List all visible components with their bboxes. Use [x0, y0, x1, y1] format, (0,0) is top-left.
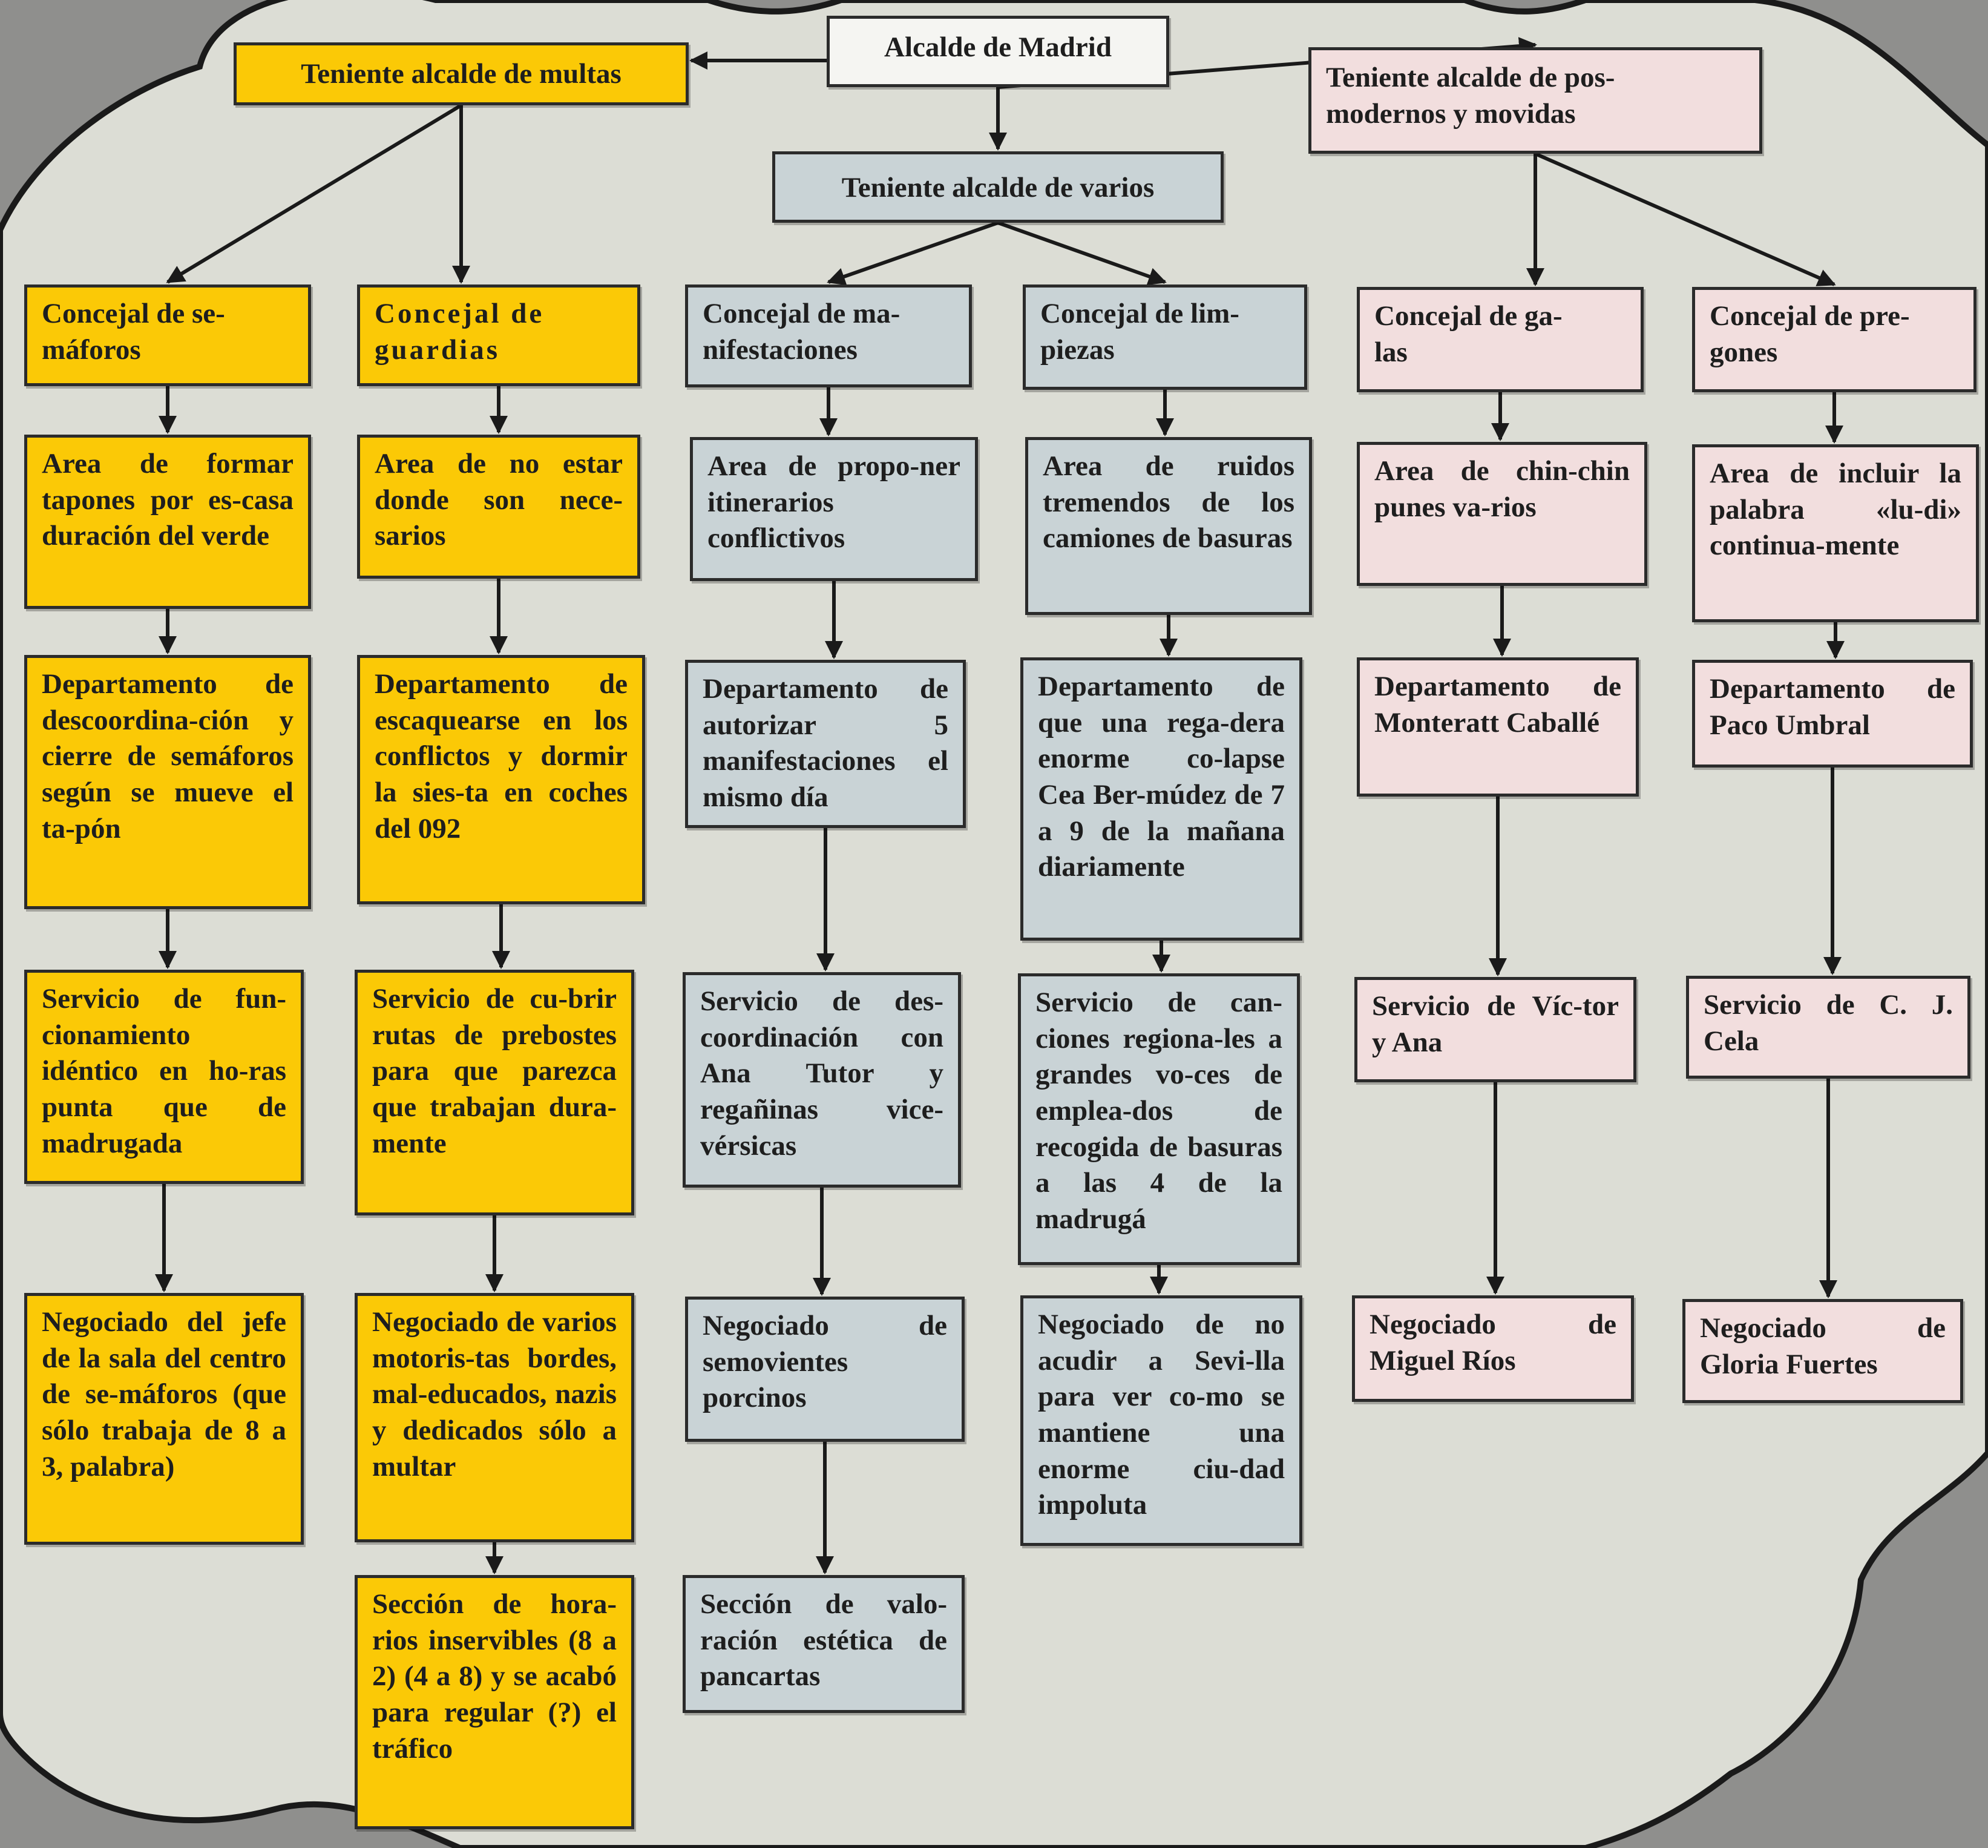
node-label: Concejal de pre- gones — [1710, 300, 1910, 368]
connector-ten_pos-to-c_pregones — [1534, 152, 1836, 286]
node-label: Concejal de se- máforos — [42, 298, 225, 366]
node-label: Teniente alcalde de varios — [841, 172, 1155, 203]
node-label: Servicio de C. J. Cela — [1704, 989, 1953, 1057]
node-servicio-cj-cela: Servicio de C. J. Cela — [1686, 976, 1970, 1079]
node-label: Departamento de Paco Umbral — [1710, 673, 1955, 741]
node-label: Teniente alcalde de multas — [301, 58, 622, 90]
node-negociado-miguel-rios: Negociado de Miguel Ríos — [1352, 1295, 1634, 1402]
node-servicio-ana-tutor: Servicio de des-coordinación con Ana Tut… — [683, 972, 961, 1188]
node-area-ludi: Area de incluir la palabra «lu-di» conti… — [1692, 444, 1979, 622]
node-area-ruidos: Area de ruidos tremendos de los camiones… — [1025, 437, 1312, 615]
node-seccion-horarios: Sección de hora-rios inservibles (8 a 2)… — [355, 1575, 634, 1829]
node-label: Departamento de descoordina-ción y cierr… — [42, 668, 294, 844]
node-label: Negociado de semovientes porcinos — [703, 1310, 947, 1414]
node-servicio-funcionamiento: Servicio de fun-cionamiento idéntico en … — [24, 970, 304, 1184]
node-label: Servicio de cu-brir rutas de prebostes p… — [372, 983, 617, 1159]
node-label: Area de formar tapones por es-casa durac… — [42, 448, 294, 552]
node-teniente-alcalde-multas: Teniente alcalde de multas — [234, 42, 689, 105]
node-label: Departamento de que una rega-dera enorme… — [1038, 671, 1285, 883]
node-label: Concejal de lim- piezas — [1040, 298, 1239, 366]
node-label: Concejal de ma- nifestaciones — [703, 298, 901, 366]
node-concejal-galas: Concejal de ga- las — [1357, 287, 1644, 392]
node-label: Concejal de ga- las — [1374, 300, 1563, 368]
node-label: Area de chin-chin punes va-rios — [1374, 455, 1630, 523]
node-label: Concejal de guardias — [375, 298, 545, 366]
node-label: Servicio de can-ciones regiona-les a gra… — [1035, 987, 1282, 1235]
node-label: Sección de valo-ración estética de panca… — [700, 1588, 947, 1692]
node-label: Alcalde de Madrid — [884, 31, 1112, 63]
node-label: Negociado de varios motoris-tas bordes, … — [372, 1306, 617, 1482]
node-label: Area de ruidos tremendos de los camiones… — [1043, 450, 1294, 554]
node-concejal-limpiezas: Concejal de lim- piezas — [1023, 284, 1307, 390]
node-area-itinerarios: Area de propo-ner itinerarios conflictiv… — [690, 437, 978, 581]
node-negociado-jefe-sala: Negociado del jefe de la sala del centro… — [24, 1293, 304, 1545]
node-negociado-semovientes: Negociado de semovientes porcinos — [685, 1297, 965, 1442]
connector-ten_multas-to-c_semaforos — [166, 104, 462, 284]
node-label: Departamento de escaquearse en los confl… — [375, 668, 628, 844]
node-label: Area de no estar donde son nece-sarios — [375, 448, 623, 552]
node-departamento-monteratt: Departamento de Monteratt Caballé — [1357, 657, 1639, 797]
node-departamento-autorizar: Departamento de autorizar 5 manifestacio… — [685, 660, 966, 828]
node-servicio-cubrir-rutas: Servicio de cu-brir rutas de prebostes p… — [355, 970, 634, 1215]
node-departamento-escaquearse: Departamento de escaquearse en los confl… — [357, 655, 645, 904]
node-teniente-alcalde-varios: Teniente alcalde de varios — [772, 151, 1224, 223]
node-label: Negociado del jefe de la sala del centro… — [42, 1306, 286, 1482]
connector-ten_varios-to-c_limp — [997, 221, 1167, 286]
node-label: Sección de hora-rios inservibles (8 a 2)… — [372, 1588, 617, 1764]
node-concejal-semaforos: Concejal de se- máforos — [24, 284, 311, 386]
node-label: Area de incluir la palabra «lu-di» conti… — [1710, 458, 1961, 562]
node-label: Servicio de des-coordinación con Ana Tut… — [700, 985, 943, 1162]
node-area-formar-tapones: Area de formar tapones por es-casa durac… — [24, 435, 311, 609]
node-concejal-pregones: Concejal de pre- gones — [1692, 287, 1977, 392]
node-label: Servicio de Víc-tor y Ana — [1372, 990, 1619, 1058]
node-label: Area de propo-ner itinerarios conflictiv… — [707, 450, 960, 554]
node-departamento-descoordinacion: Departamento de descoordina-ción y cierr… — [24, 655, 311, 909]
node-departamento-paco-umbral: Departamento de Paco Umbral — [1692, 660, 1973, 768]
node-negociado-sevilla: Negociado de no acudir a Sevi-lla para v… — [1020, 1295, 1302, 1546]
node-label: Negociado de Gloria Fuertes — [1700, 1312, 1946, 1380]
node-teniente-alcalde-posmodernos: Teniente alcalde de pos- modernos y movi… — [1308, 47, 1762, 154]
node-concejal-guardias: Concejal de guardias — [357, 284, 640, 386]
node-label: Negociado de Miguel Ríos — [1370, 1309, 1616, 1376]
node-alcalde-de-madrid: Alcalde de Madrid — [827, 16, 1169, 87]
node-label: Servicio de fun-cionamiento idéntico en … — [42, 983, 286, 1159]
node-concejal-manifestaciones: Concejal de ma- nifestaciones — [685, 284, 972, 387]
node-seccion-pancartas: Sección de valo-ración estética de panca… — [683, 1575, 965, 1713]
node-departamento-regadera: Departamento de que una rega-dera enorme… — [1020, 657, 1302, 941]
node-negociado-gloria-fuertes: Negociado de Gloria Fuertes — [1682, 1299, 1963, 1403]
node-label: Negociado de no acudir a Sevi-lla para v… — [1038, 1309, 1285, 1521]
node-label: Departamento de autorizar 5 manifestacio… — [703, 673, 948, 814]
connector-ten_varios-to-c_manif — [827, 221, 999, 286]
node-area-chin-chin: Area de chin-chin punes va-rios — [1357, 442, 1647, 586]
node-label: Teniente alcalde de pos- modernos y movi… — [1326, 62, 1615, 130]
node-servicio-victor-y-ana: Servicio de Víc-tor y Ana — [1354, 977, 1636, 1082]
node-negociado-motoristas: Negociado de varios motoris-tas bordes, … — [355, 1293, 634, 1542]
node-servicio-canciones: Servicio de can-ciones regiona-les a gra… — [1018, 973, 1300, 1265]
node-area-no-estar: Area de no estar donde son nece-sarios — [357, 435, 640, 579]
node-label: Departamento de Monteratt Caballé — [1374, 671, 1621, 738]
